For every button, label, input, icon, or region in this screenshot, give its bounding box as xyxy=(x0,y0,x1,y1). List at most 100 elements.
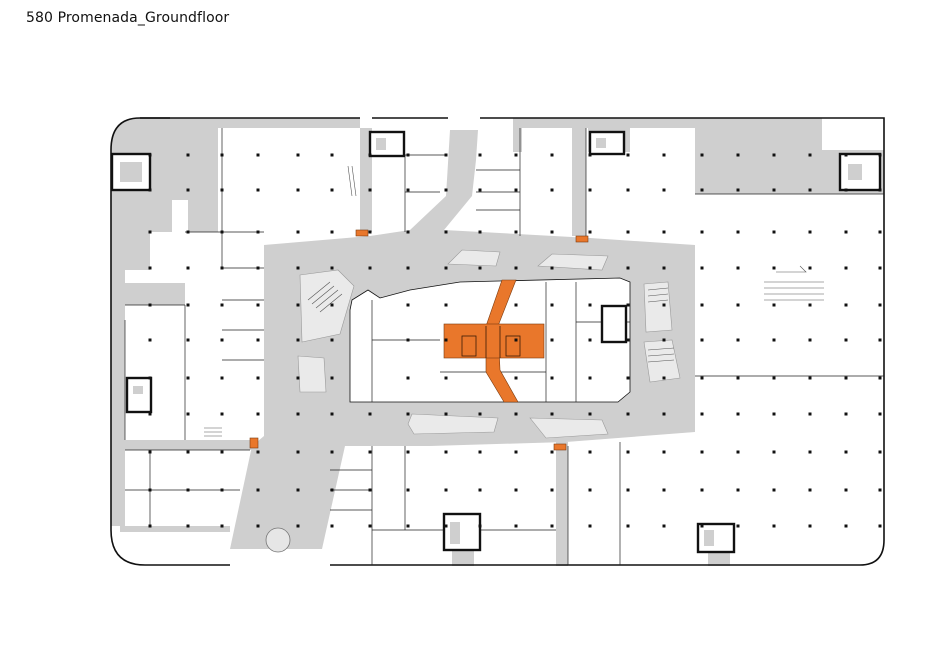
column xyxy=(444,153,448,157)
promenade-circulation xyxy=(230,130,695,549)
column xyxy=(296,188,300,192)
column xyxy=(330,524,334,528)
column xyxy=(662,412,666,416)
column xyxy=(662,230,666,234)
column xyxy=(296,153,300,157)
column xyxy=(662,266,666,270)
column xyxy=(808,266,812,270)
column xyxy=(220,266,224,270)
drawing-title: 580 Promenada_Groundfloor xyxy=(26,10,230,26)
column xyxy=(700,376,704,380)
column xyxy=(808,153,812,157)
column xyxy=(588,488,592,492)
column xyxy=(148,230,152,234)
column xyxy=(368,488,372,492)
column xyxy=(878,266,882,270)
column xyxy=(700,524,704,528)
column xyxy=(330,412,334,416)
column xyxy=(626,266,630,270)
column xyxy=(808,412,812,416)
column xyxy=(514,153,518,157)
column xyxy=(186,266,190,270)
column xyxy=(700,266,704,270)
column xyxy=(808,524,812,528)
column xyxy=(878,188,882,192)
column xyxy=(772,230,776,234)
column xyxy=(808,450,812,454)
column xyxy=(296,450,300,454)
column xyxy=(844,412,848,416)
column xyxy=(662,488,666,492)
column xyxy=(588,303,592,307)
column xyxy=(878,524,882,528)
column xyxy=(550,450,554,454)
column xyxy=(588,230,592,234)
column xyxy=(220,338,224,342)
column xyxy=(736,412,740,416)
column xyxy=(330,338,334,342)
column xyxy=(626,412,630,416)
column xyxy=(330,376,334,380)
column xyxy=(444,412,448,416)
column xyxy=(772,488,776,492)
column xyxy=(406,524,410,528)
column xyxy=(772,153,776,157)
column xyxy=(256,266,260,270)
column xyxy=(148,488,152,492)
column xyxy=(220,450,224,454)
column xyxy=(296,303,300,307)
column xyxy=(844,376,848,380)
column xyxy=(844,153,848,157)
column xyxy=(878,153,882,157)
column xyxy=(148,450,152,454)
column xyxy=(700,412,704,416)
column xyxy=(588,188,592,192)
column xyxy=(808,303,812,307)
column xyxy=(478,188,482,192)
column xyxy=(588,153,592,157)
column xyxy=(296,338,300,342)
column xyxy=(844,230,848,234)
column xyxy=(330,153,334,157)
column xyxy=(296,266,300,270)
column xyxy=(330,230,334,234)
column xyxy=(844,188,848,192)
column xyxy=(406,303,410,307)
column xyxy=(296,488,300,492)
column xyxy=(588,338,592,342)
kiosks xyxy=(297,249,681,439)
column xyxy=(588,412,592,416)
column xyxy=(148,376,152,380)
column xyxy=(550,266,554,270)
column xyxy=(878,450,882,454)
column xyxy=(256,153,260,157)
column-grid xyxy=(148,153,882,528)
column xyxy=(878,412,882,416)
column xyxy=(444,266,448,270)
column xyxy=(478,153,482,157)
column xyxy=(478,230,482,234)
column xyxy=(550,488,554,492)
column xyxy=(186,188,190,192)
column xyxy=(700,153,704,157)
column xyxy=(256,230,260,234)
column xyxy=(772,266,776,270)
column xyxy=(514,266,518,270)
column xyxy=(406,153,410,157)
column xyxy=(550,412,554,416)
column xyxy=(330,266,334,270)
column xyxy=(844,266,848,270)
column xyxy=(772,376,776,380)
central-feature xyxy=(249,229,589,451)
column xyxy=(444,338,448,342)
column xyxy=(736,303,740,307)
column xyxy=(662,376,666,380)
column xyxy=(626,376,630,380)
column xyxy=(256,303,260,307)
column xyxy=(514,376,518,380)
column xyxy=(514,412,518,416)
core-fills xyxy=(120,138,862,546)
column xyxy=(406,188,410,192)
column xyxy=(736,524,740,528)
column xyxy=(148,412,152,416)
